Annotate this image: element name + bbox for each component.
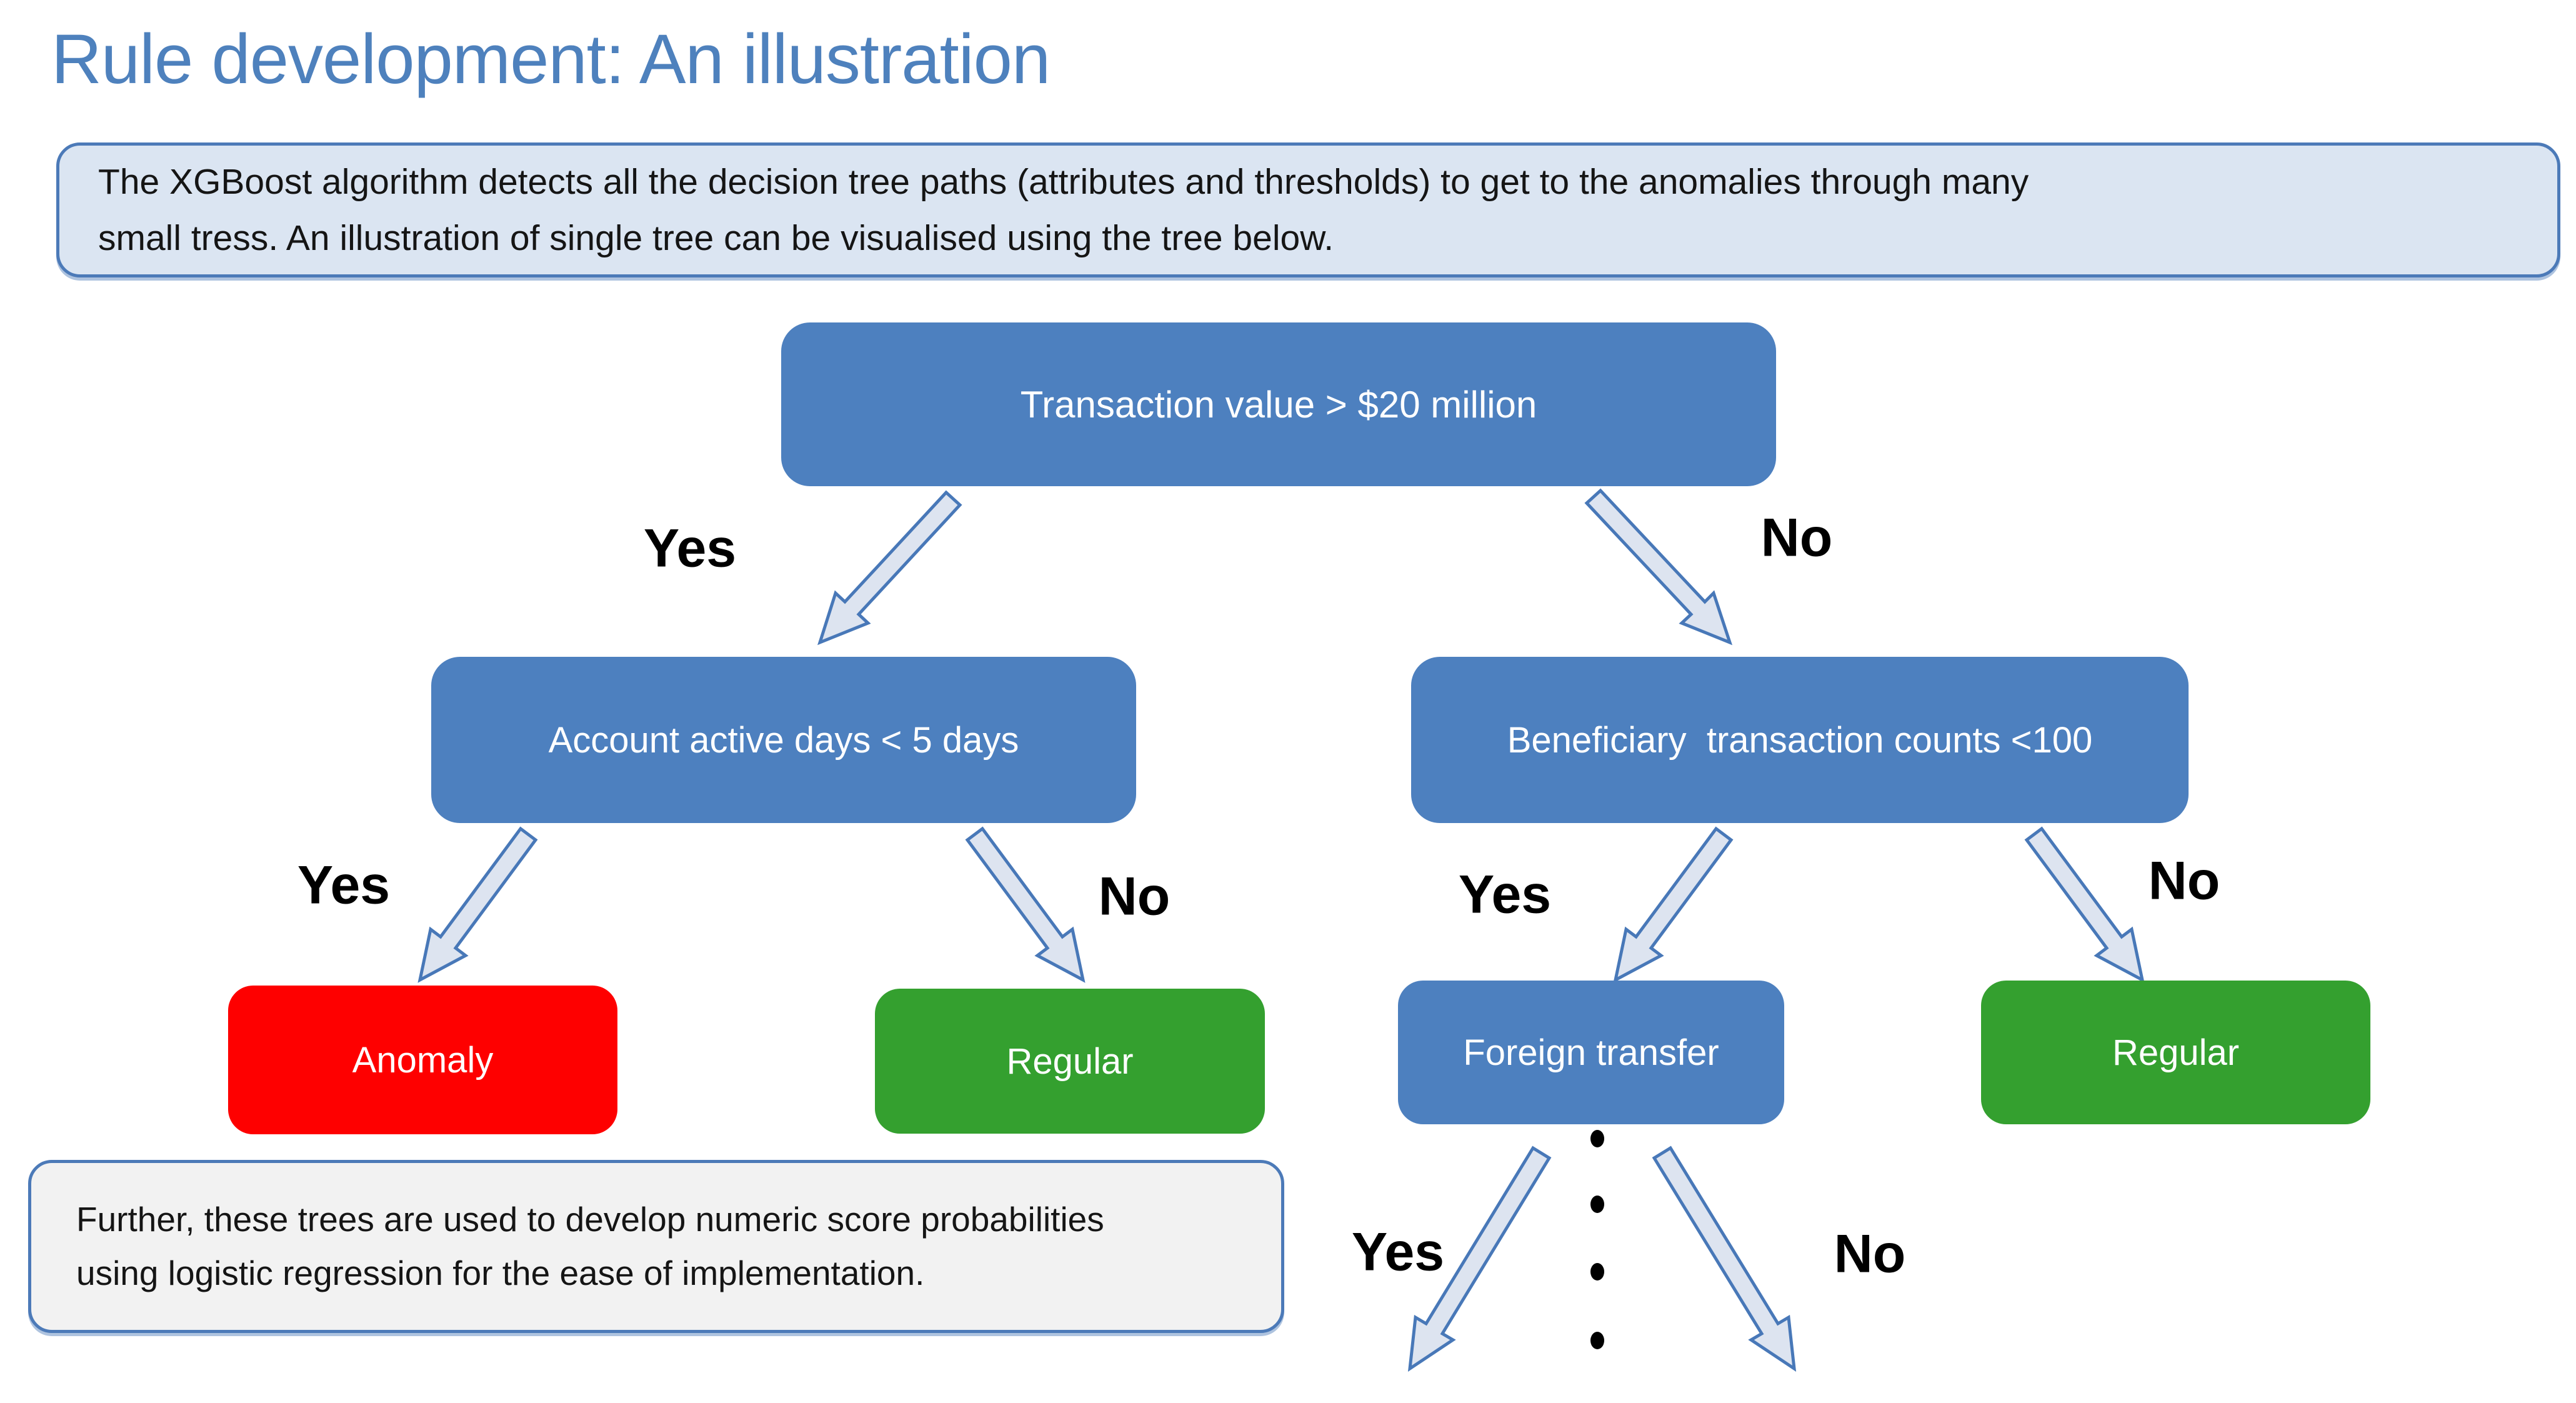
continuation-dot	[1590, 1196, 1604, 1213]
edge-label-foreign-yes: Yes	[1351, 1222, 1445, 1282]
tree-node-beneficiary-counts: Beneficiary transaction counts <100	[1411, 657, 2189, 823]
leaf-foreign-transfer-label: Foreign transfer	[1463, 1032, 1719, 1073]
leaf-foreign-transfer: Foreign transfer	[1398, 981, 1784, 1124]
continuation-dots	[1590, 1130, 1604, 1349]
intro-box: The XGBoost algorithm detects all the de…	[56, 142, 2560, 277]
leaf-regular-right: Regular	[1981, 981, 2370, 1124]
edge-label-left-no: No	[1098, 866, 1171, 927]
page-title: Rule development: An illustration	[51, 20, 1051, 98]
left-node-no-arrow	[965, 826, 1086, 983]
root-no-arrow	[1584, 488, 1733, 646]
edge-label-root-yes: Yes	[643, 518, 737, 579]
note-box: Further, these trees are used to develop…	[28, 1160, 1284, 1333]
leaf-regular-left-label: Regular	[1006, 1041, 1134, 1082]
note-text-line1: Further, these trees are used to develop…	[76, 1200, 1104, 1239]
tree-node-account-active-days-label: Account active days < 5 days	[548, 719, 1019, 761]
tree-node-account-active-days: Account active days < 5 days	[431, 657, 1136, 823]
left-node-yes-arrow	[417, 826, 538, 983]
tree-node-root-label: Transaction value > $20 million	[1020, 383, 1537, 426]
right-node-yes-arrow	[1613, 826, 1734, 983]
tree-node-root: Transaction value > $20 million	[781, 322, 1776, 486]
foreign-no-arrow	[1652, 1146, 1797, 1372]
tree-node-beneficiary-counts-label: Beneficiary transaction counts <100	[1507, 719, 2093, 761]
continuation-dot	[1590, 1263, 1604, 1281]
edge-label-right-no: No	[2148, 851, 2220, 911]
leaf-regular-right-label: Regular	[2112, 1032, 2240, 1073]
edge-label-left-yes: Yes	[297, 855, 391, 916]
root-yes-arrow	[817, 490, 962, 646]
edge-label-right-yes: Yes	[1458, 864, 1552, 925]
intro-text-line1: The XGBoost algorithm detects all the de…	[98, 161, 2029, 202]
right-node-no-arrow	[2024, 826, 2145, 983]
leaf-regular-left: Regular	[875, 989, 1265, 1134]
edge-label-root-no: No	[1760, 507, 1833, 568]
leaf-anomaly: Anomaly	[228, 986, 617, 1134]
note-text-line2: using logistic regression for the ease o…	[76, 1253, 925, 1292]
leaf-anomaly-label: Anomaly	[352, 1039, 494, 1081]
continuation-dot	[1590, 1130, 1604, 1147]
intro-text-line2: small tress. An illustration of single t…	[98, 218, 1334, 258]
edge-label-foreign-no: No	[1834, 1224, 1906, 1284]
continuation-dot	[1590, 1332, 1604, 1349]
